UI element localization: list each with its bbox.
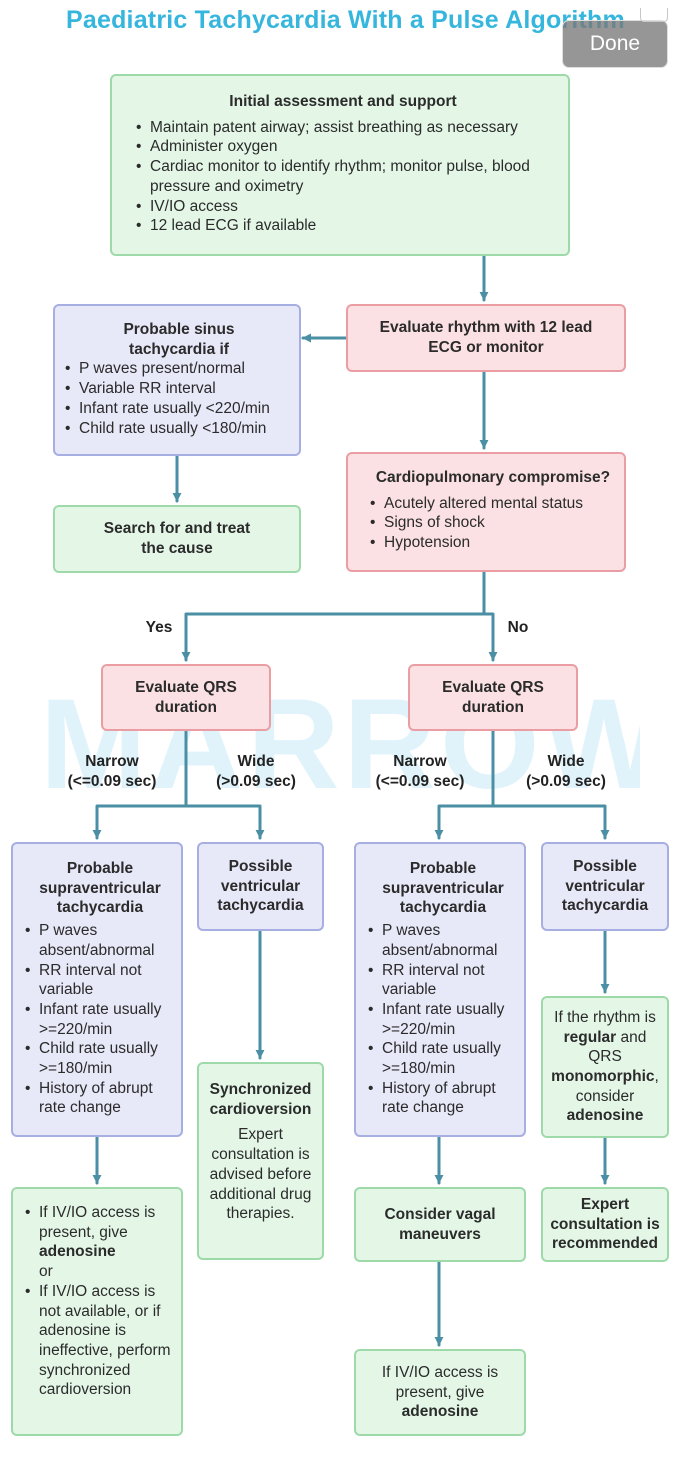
adenosine-left-or: or [39,1263,53,1281]
adenosine-left-text-1: If IV/IO access is present, give [39,1204,156,1241]
compromise-list: Acutely altered mental status Signs of s… [370,494,616,553]
qrs-left-text: Evaluate QRS duration [135,678,237,716]
list-item: Child rate usually >=180/min [25,1039,175,1078]
list-item: P waves absent/abnormal [25,921,175,960]
narrow-left-line2: (<=0.09 sec) [67,772,157,790]
vagal-text: Consider vagal maneuvers [384,1205,496,1243]
done-button[interactable]: Done [562,20,668,68]
regular-text-3: , consider [575,1068,659,1105]
evaluate-rhythm-box: Evaluate rhythm with 12 lead ECG or moni… [346,304,626,372]
sinus-tachycardia-list: P waves present/normal Variable RR inter… [65,359,293,438]
adenosine-right-text-1: If IV/IO access is present, give [381,1363,499,1401]
list-item: Infant rate usually >=220/min [368,1000,518,1039]
vt-right-text: Possible ventricular tachycardia [561,857,649,915]
svt-left-box: Probable supraventricular tachycardia P … [11,842,183,1137]
list-item: P waves present/normal [65,359,293,379]
list-item: Child rate usually >=180/min [368,1039,518,1078]
cardioversion-text: Expert consultation is advised before ad… [209,1126,312,1223]
narrow-right-label: Narrow (<=0.09 sec) [356,752,484,791]
sinus-tachycardia-box: Probable sinus tachycardia if P waves pr… [53,304,301,456]
list-item: P waves absent/abnormal [368,921,518,960]
cardioversion-box: Synchronized cardioversion Expert consul… [197,1062,324,1260]
vt-left-box: Possible ventricular tachycardia [197,842,324,931]
line-compromise-split [181,570,486,662]
yes-label: Yes [145,619,173,636]
vt-left-text: Possible ventricular tachycardia [217,857,304,915]
svt-right-list: P waves absent/abnormal RR interval not … [368,921,518,1118]
list-item: RR interval not variable [368,961,518,1000]
narrow-left-line1: Narrow [85,753,139,770]
vt-right-box: Possible ventricular tachycardia [541,842,669,931]
wide-left-line1: Wide [237,753,275,770]
monomorphic-bold: monomorphic [551,1068,655,1085]
wide-left-label: Wide (>0.09 sec) [204,752,308,791]
arrow-qrs-left-wide [184,804,265,840]
initial-assessment-title: Initial assessment and support [229,93,457,110]
adenosine-bold: adenosine [566,1107,644,1125]
expert-box: Expert consultation is recommended [541,1187,669,1262]
narrow-left-label: Narrow (<=0.09 sec) [48,752,176,791]
expert-text: Expert consultation is recommended [550,1195,660,1253]
adenosine-left-list: If IV/IO access is present, give adenosi… [25,1203,177,1400]
svt-right-box: Probable supraventricular tachycardia P … [354,842,526,1137]
wide-right-line2: (>0.09 sec) [526,772,606,790]
arrow-qrs-right-wide [491,804,610,840]
regular-rhythm-box: If the rhythm is regular and QRS monomor… [541,996,669,1138]
compromise-box: Cardiopulmonary compromise? Acutely alte… [346,452,626,572]
list-item: History of abrupt rate change [368,1079,518,1118]
adenosine-left-box: If IV/IO access is present, give adenosi… [11,1187,183,1436]
adenosine-right-box: If IV/IO access is present, give adenosi… [354,1349,526,1436]
list-item: Hypotension [370,533,616,553]
regular-bold: regular [563,1028,617,1046]
list-item: History of abrupt rate change [25,1079,175,1118]
search-cause-text: Search for and treat the cause [103,520,251,557]
list-item: Maintain patent airway; assist breathing… [136,118,550,138]
list-item: If IV/IO access is not available, or if … [25,1282,177,1400]
evaluate-rhythm-text: Evaluate rhythm with 12 lead ECG or moni… [379,319,593,356]
search-cause-box: Search for and treat the cause [53,505,301,573]
narrow-right-line1: Narrow [393,753,447,770]
page-title: Paediatric Tachycardia With a Pulse Algo… [66,6,625,34]
line-qrs-left-split [92,729,188,840]
wide-left-line2: (>0.09 sec) [216,772,296,790]
compromise-title: Cardiopulmonary compromise? [375,469,611,486]
list-item: Administer oxygen [136,137,550,157]
wide-right-line1: Wide [547,753,585,770]
list-item: Signs of shock [370,513,616,533]
line-qrs-right-split [434,729,495,840]
adenosine-right-bold: adenosine [401,1403,479,1421]
vagal-box: Consider vagal maneuvers [354,1187,526,1262]
svt-left-list: P waves absent/abnormal RR interval not … [25,921,175,1118]
qrs-left-box: Evaluate QRS duration [101,664,271,731]
initial-assessment-box: Initial assessment and support Maintain … [110,74,570,256]
list-item: Acutely altered mental status [370,494,616,514]
list-item: If IV/IO access is present, give adenosi… [25,1203,177,1282]
regular-text-1: If the rhythm is [554,1008,656,1026]
list-item: RR interval not variable [25,961,175,1000]
cardioversion-title: Synchronized cardioversion [209,1081,312,1118]
regular-text-2: and QRS [588,1028,647,1066]
regular-rhythm-text: If the rhythm is regular and QRS monomor… [549,1008,661,1126]
qrs-right-text: Evaluate QRS duration [442,678,544,716]
list-item: Cardiac monitor to identify rhythm; moni… [136,157,550,196]
arrow-split-right [482,612,498,662]
status-indicator [640,8,668,22]
qrs-right-box: Evaluate QRS duration [408,664,578,731]
list-item: Infant rate usually <220/min [65,399,293,419]
svt-left-title: Probable supraventricular tachycardia [39,860,161,917]
svt-right-title: Probable supraventricular tachycardia [382,860,504,917]
initial-assessment-list: Maintain patent airway; assist breathing… [136,118,550,236]
list-item: 12 lead ECG if available [136,216,550,236]
adenosine-right-text: If IV/IO access is present, give adenosi… [370,1363,510,1422]
list-item: Variable RR interval [65,379,293,399]
adenosine-left-bold: adenosine [39,1243,116,1261]
list-item: Infant rate usually >=220/min [25,1000,175,1039]
list-item: Child rate usually <180/min [65,419,293,439]
sinus-tachycardia-title: Probable sinus tachycardia if [123,321,235,358]
narrow-right-line2: (<=0.09 sec) [375,772,465,790]
wide-right-label: Wide (>0.09 sec) [514,752,618,791]
no-label: No [507,619,529,636]
list-item: IV/IO access [136,197,550,217]
